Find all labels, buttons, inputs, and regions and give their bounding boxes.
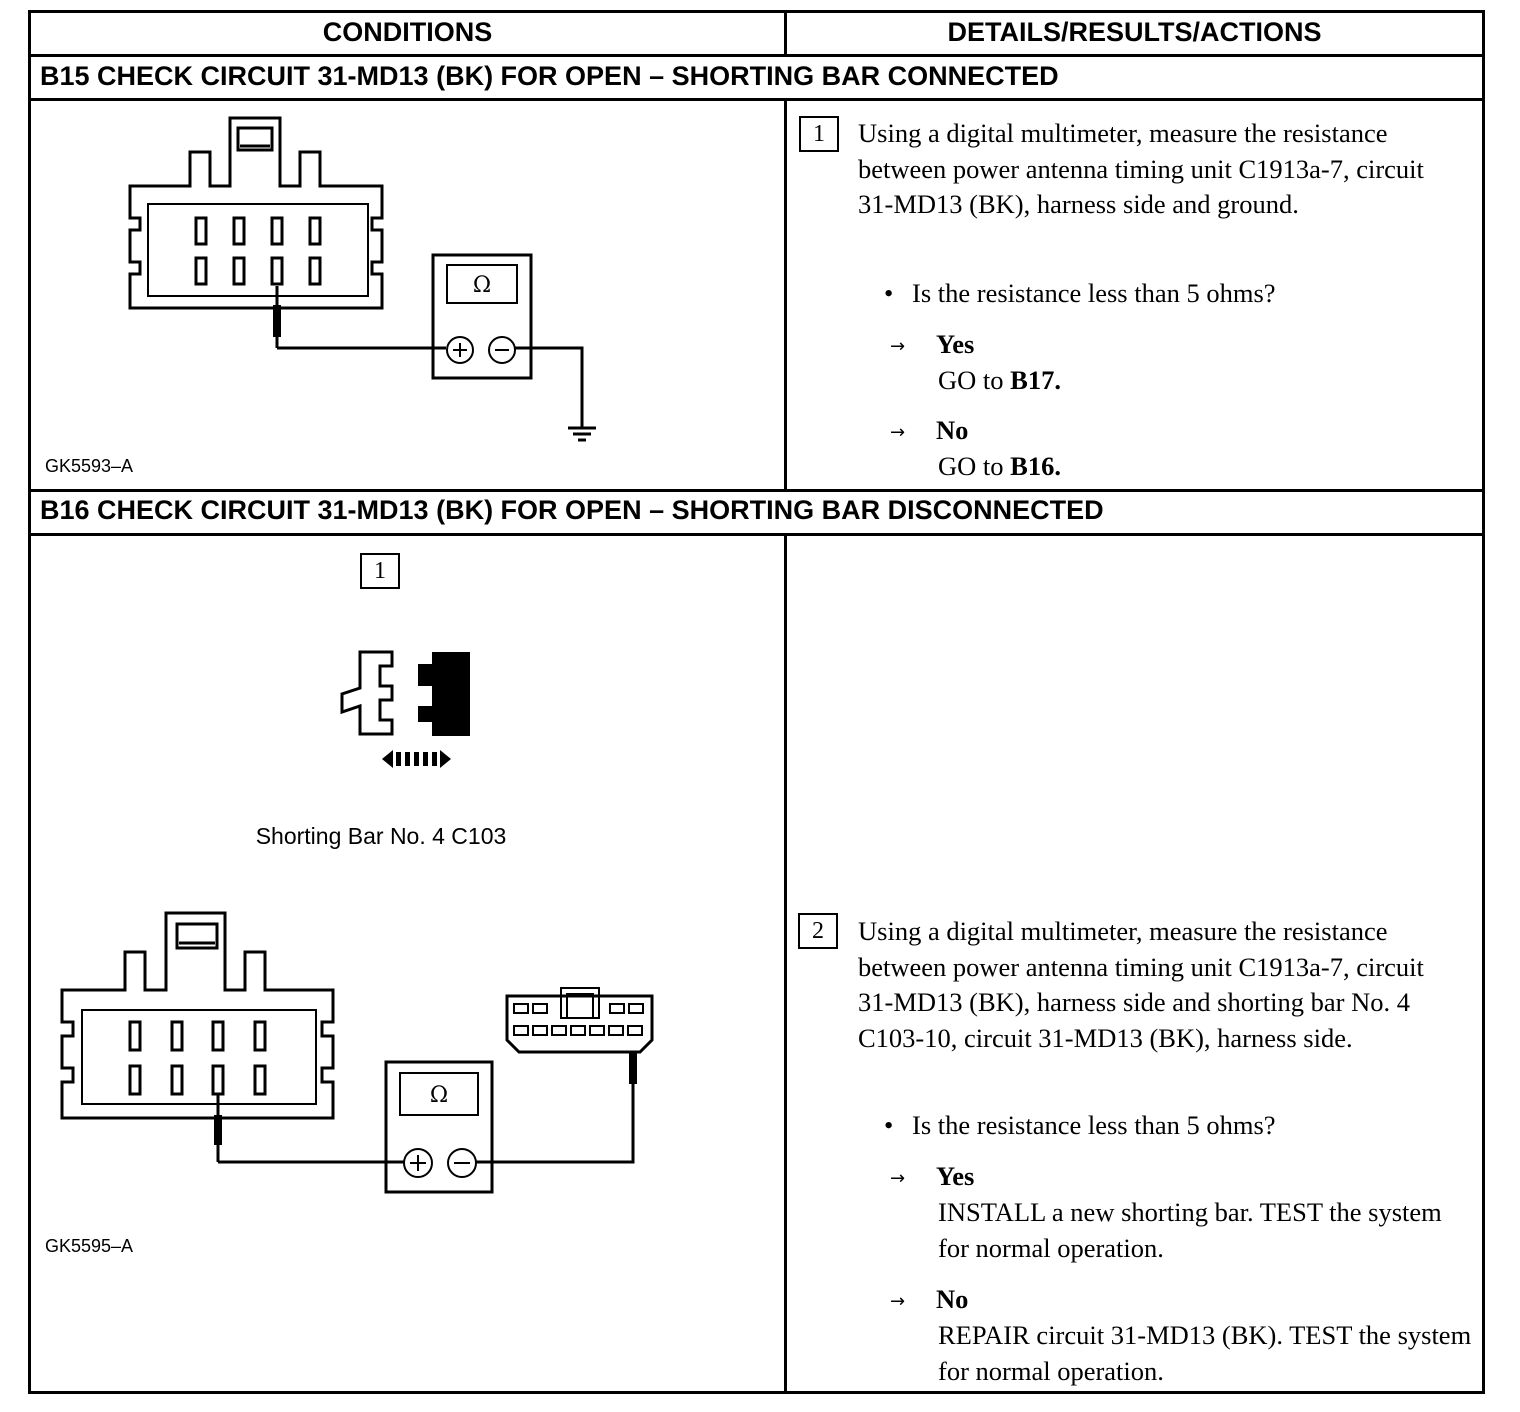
- shorting-bar-connector-icon: [505, 987, 654, 1054]
- arrow-right-icon: →: [890, 335, 906, 357]
- b16-shorting-bar-diagram: [340, 650, 470, 768]
- conditions-header: CONDITIONS: [322, 17, 493, 47]
- connector-icon: [128, 116, 384, 310]
- b15-no-row: → No: [890, 412, 968, 451]
- arrow-right-icon: →: [890, 1167, 906, 1189]
- b16-measurement-diagram: Ω: [60, 911, 654, 1194]
- row-rule: [28, 54, 1485, 57]
- b15-no-label: No: [936, 415, 969, 445]
- table-frame: [28, 10, 1485, 1394]
- ground-symbol-icon: [568, 426, 596, 442]
- b15-no-action-target[interactable]: B16.: [1010, 451, 1061, 481]
- details-header: DETAILS/RESULTS/ACTIONS: [947, 17, 1322, 47]
- b15-instruction: Using a digital multimeter, measure the …: [858, 118, 1424, 219]
- b15-yes-action-prefix: GO to: [938, 365, 1011, 395]
- arrow-right-icon: →: [890, 1290, 906, 1312]
- column-divider-b15: [784, 100, 787, 492]
- column-divider: [784, 10, 787, 57]
- b15-title: B15 CHECK CIRCUIT 31-MD13 (BK) FOR OPEN …: [40, 61, 1059, 91]
- b16-instruction: Using a digital multimeter, measure the …: [858, 916, 1424, 1053]
- meter-ohm-symbol: Ω: [473, 273, 491, 298]
- multimeter-icon: [431, 253, 533, 380]
- shorting-bar-icon: [340, 650, 470, 768]
- b15-step-number: 1: [799, 116, 839, 152]
- meter-ohm-symbol: Ω: [430, 1083, 448, 1108]
- b15-question: • Is the resistance less than 5 ohms?: [884, 276, 1276, 311]
- b16-question: • Is the resistance less than 5 ohms?: [884, 1108, 1276, 1143]
- b16-yes-label: Yes: [936, 1161, 975, 1191]
- row-rule: [28, 98, 1485, 101]
- b15-no-action-prefix: GO to: [938, 451, 1011, 481]
- b15-diagram: Ω: [128, 116, 596, 442]
- row-rule: [28, 533, 1485, 536]
- b15-yes-action-target[interactable]: B17.: [1010, 365, 1061, 395]
- b15-figure-id: GK5593–A: [45, 456, 134, 476]
- bullet-icon: •: [884, 1110, 894, 1140]
- b16-no-label: No: [936, 1284, 969, 1314]
- b16-yes-row: → Yes: [890, 1158, 974, 1197]
- b16-title: B16 CHECK CIRCUIT 31-MD13 (BK) FOR OPEN …: [40, 495, 1104, 525]
- b16-question-text: Is the resistance less than 5 ohms?: [912, 1110, 1276, 1140]
- connector-icon: [60, 911, 335, 1120]
- b16-caption: Shorting Bar No. 4 C103: [255, 823, 507, 849]
- b15-yes-action: GO to B17.: [938, 362, 1478, 398]
- b15-yes-row: → Yes: [890, 326, 974, 365]
- arrow-right-icon: →: [890, 421, 906, 443]
- b15-question-text: Is the resistance less than 5 ohms?: [912, 278, 1276, 308]
- row-rule: [28, 489, 1485, 492]
- b16-figure-step-number: 1: [360, 553, 400, 589]
- column-divider-b16: [784, 535, 787, 1394]
- b15-no-action: GO to B16.: [938, 448, 1478, 484]
- b15-yes-label: Yes: [936, 329, 975, 359]
- b16-no-row: → No: [890, 1281, 968, 1320]
- bullet-icon: •: [884, 278, 894, 308]
- b16-yes-action: INSTALL a new shorting bar. TEST the sys…: [938, 1197, 1442, 1263]
- multimeter-icon: [384, 1060, 494, 1194]
- b16-figure-id: GK5595–A: [45, 1236, 134, 1256]
- b16-no-action: REPAIR circuit 31-MD13 (BK). TEST the sy…: [938, 1320, 1472, 1386]
- b16-step-number: 2: [798, 913, 838, 949]
